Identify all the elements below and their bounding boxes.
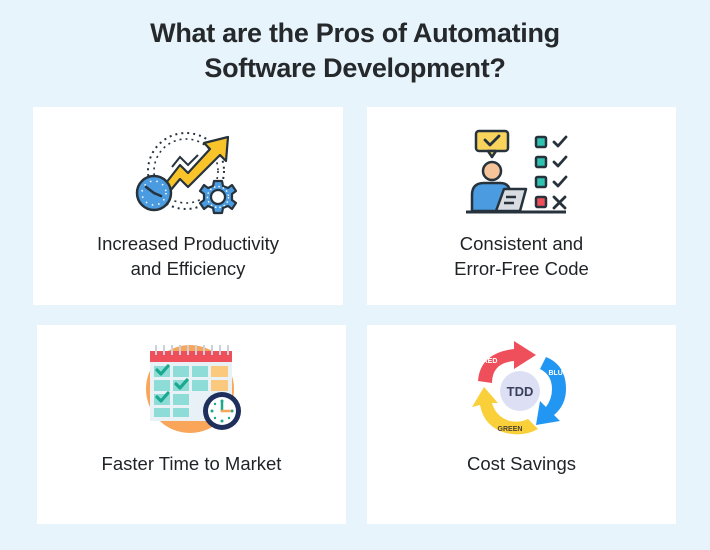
- page-title: What are the Pros of Automating Software…: [0, 16, 710, 86]
- tdd-cycle-icon: TDD RED BLUE GREEN: [471, 341, 567, 435]
- card-label: Faster Time to Market: [101, 453, 282, 474]
- card-consistent-code: Consistent and Error-Free Code: [367, 107, 676, 305]
- card-faster-time-to-market: Faster Time to Market: [37, 325, 346, 524]
- title-line-1: What are the Pros of Automating: [150, 18, 560, 48]
- tdd-red-label: RED: [482, 358, 497, 365]
- tdd-blue-label: BLUE: [548, 370, 567, 377]
- card-cost-savings: TDD RED BLUE GREEN Cost Savings: [367, 325, 676, 524]
- checklist-review-icon: [465, 129, 567, 214]
- tdd-green-label: GREEN: [497, 426, 522, 433]
- card-increased-productivity: Increased Productivity and Efficiency: [33, 107, 343, 305]
- card-label: Increased Productivity and Efficiency: [96, 233, 279, 279]
- productivity-growth-icon: [135, 132, 238, 215]
- calendar-clock-icon: [145, 345, 241, 433]
- card-label: Cost Savings: [467, 453, 576, 474]
- tdd-center-label: TDD: [506, 384, 533, 399]
- title-line-2: Software Development?: [204, 53, 506, 83]
- card-label: Consistent and Error-Free Code: [454, 233, 589, 279]
